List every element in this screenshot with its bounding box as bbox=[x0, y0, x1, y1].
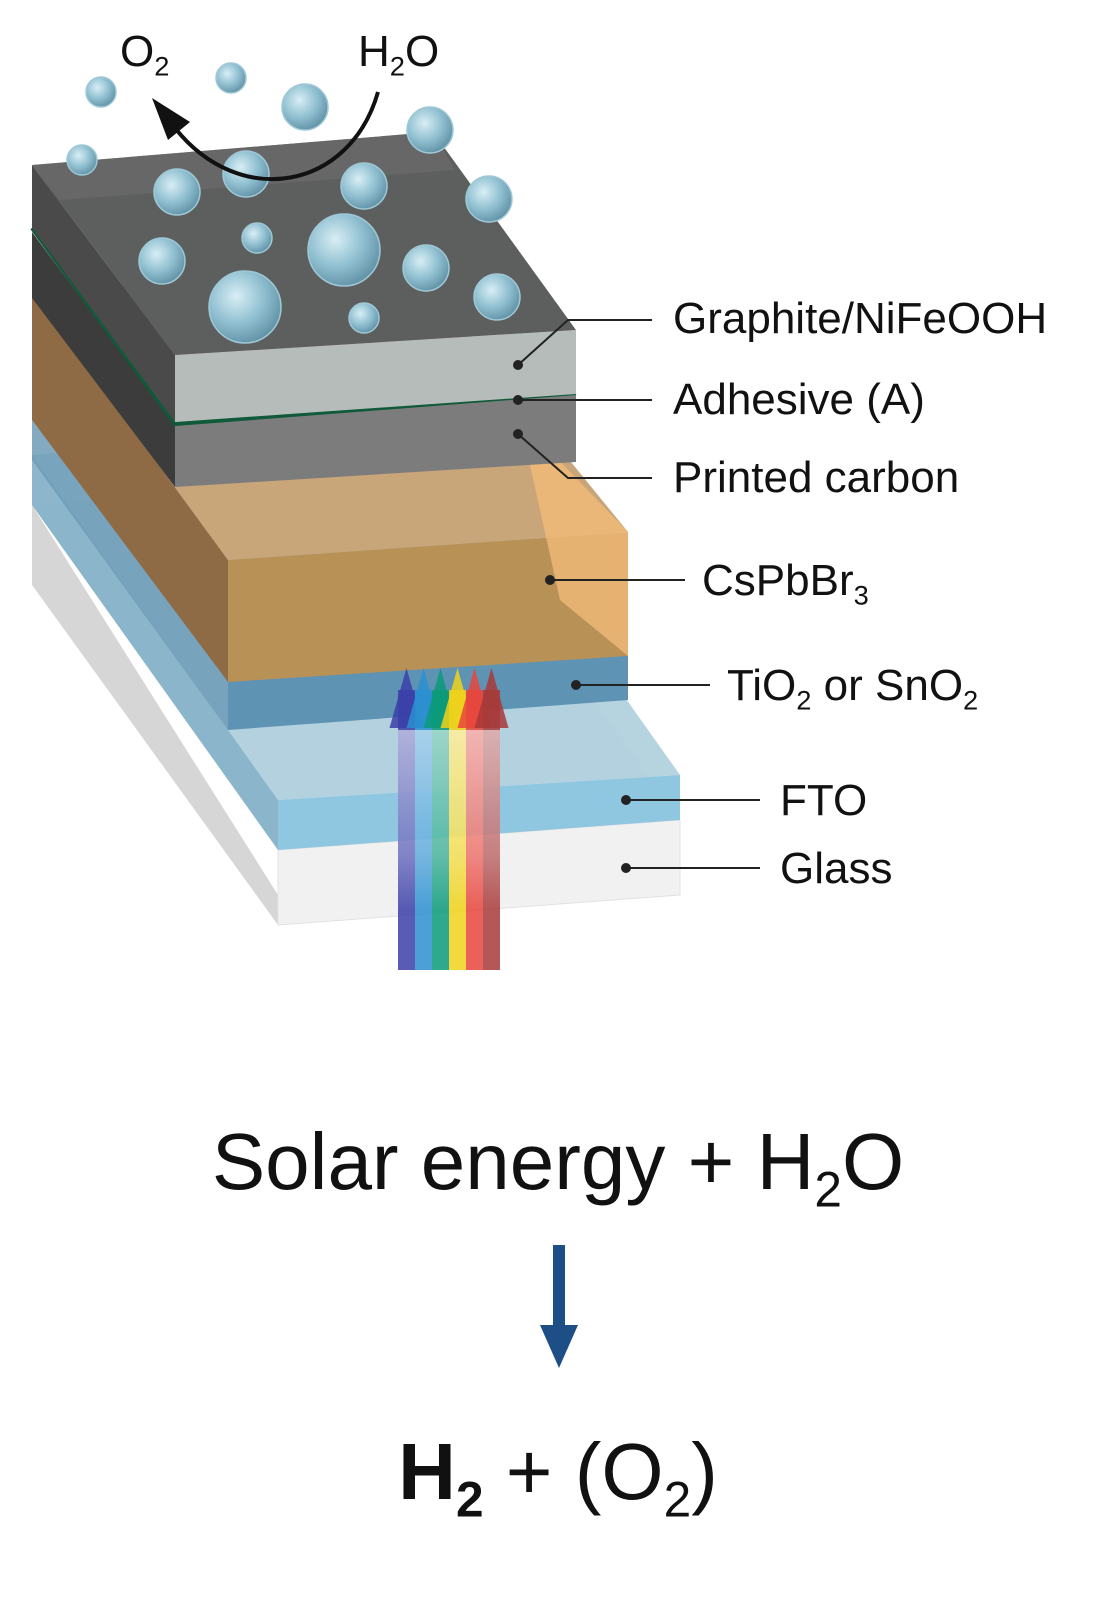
beam-highlight bbox=[398, 730, 500, 910]
o2-species: O bbox=[120, 27, 155, 76]
o2-subscript: 2 bbox=[154, 50, 170, 82]
products-o-subscript: 2 bbox=[663, 1471, 692, 1528]
label-printed-carbon: Printed carbon bbox=[673, 453, 960, 502]
oxygen-bubbles bbox=[66, 62, 521, 344]
equation-products: H2 + (O2) bbox=[0, 1432, 1116, 1525]
o2-label: O2 bbox=[120, 27, 169, 80]
water-oxidation-arrow bbox=[152, 91, 380, 181]
perovskite-subscript: 3 bbox=[853, 579, 869, 611]
adhesive-layer bbox=[30, 226, 577, 427]
products-h-subscript: 2 bbox=[455, 1471, 484, 1528]
label-fto: FTO bbox=[780, 776, 868, 825]
products-close: ) bbox=[691, 1427, 718, 1516]
equation-reactants: Solar energy + H2O bbox=[0, 1122, 1116, 1215]
beam-arrowhead bbox=[474, 668, 509, 728]
h2o-label: H2O bbox=[358, 27, 440, 80]
etl-sno-subscript: 2 bbox=[963, 684, 979, 716]
label-glass: Glass bbox=[780, 844, 893, 893]
reactants-subscript: 2 bbox=[814, 1161, 842, 1218]
label-adhesive: Adhesive (A) bbox=[673, 375, 925, 424]
h2o-suffix: O bbox=[404, 27, 440, 76]
products-h: H bbox=[398, 1427, 456, 1516]
etl-tio: TiO bbox=[727, 661, 797, 710]
etl-tio-subscript: 2 bbox=[796, 684, 812, 716]
leader-lines bbox=[513, 319, 760, 873]
perovskite-formula: CsPbBr bbox=[702, 556, 854, 605]
label-graphite: Graphite/NiFeOOH bbox=[673, 294, 1048, 343]
label-perovskite: CsPbBr3 bbox=[702, 556, 869, 609]
products-mid: + (O bbox=[483, 1427, 664, 1516]
reactants-text: Solar energy + H bbox=[211, 1117, 815, 1206]
reactants-suffix: O bbox=[841, 1117, 905, 1206]
h2o-species: H bbox=[358, 27, 390, 76]
h2o-subscript: 2 bbox=[389, 50, 405, 82]
label-etl: TiO2 or SnO2 bbox=[727, 661, 978, 714]
etl-or-sno: or SnO bbox=[811, 661, 964, 710]
light-beam bbox=[389, 668, 509, 970]
reaction-down-arrow bbox=[540, 1245, 578, 1368]
